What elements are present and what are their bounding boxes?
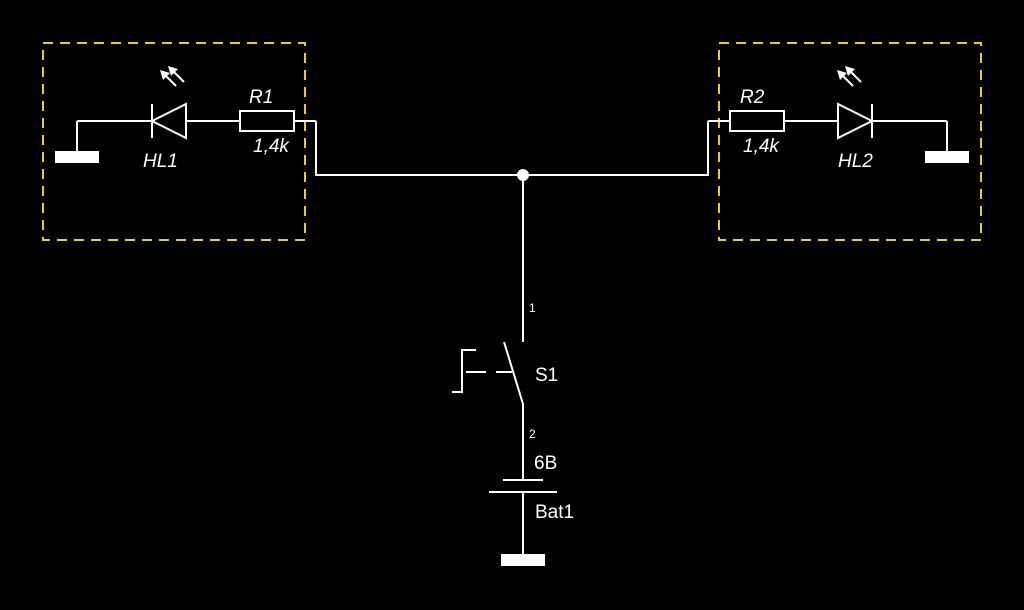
switch-s1-symbol: [452, 341, 524, 412]
battery-bat1-symbol: [489, 479, 557, 493]
switch-pin-1: 1: [529, 301, 536, 315]
battery-ground: [501, 554, 545, 566]
led-hl2-symbol: [784, 66, 875, 140]
bat1-label: Bat1: [535, 502, 574, 523]
s1-label: S1: [535, 365, 558, 386]
r1-label: R1: [249, 87, 273, 108]
r1-value: 1,4k: [253, 136, 290, 157]
battery-voltage: 6B: [534, 453, 557, 474]
led-hl1-symbol: [149, 66, 240, 140]
resistor-r1-symbol: [239, 110, 295, 132]
left-module-boundary: [42, 42, 306, 241]
resistor-r2-symbol: [729, 110, 785, 132]
right-ground: [925, 121, 969, 163]
r2-value: 1,4k: [743, 136, 780, 157]
main-bus-wire: [315, 121, 709, 176]
hl1-label: HL1: [143, 151, 178, 172]
r2-label: R2: [740, 87, 765, 108]
hl2-label: HL2: [838, 151, 873, 172]
switch-pin-2: 2: [529, 427, 536, 441]
left-ground: [55, 121, 99, 163]
right-module-boundary: [718, 42, 982, 241]
